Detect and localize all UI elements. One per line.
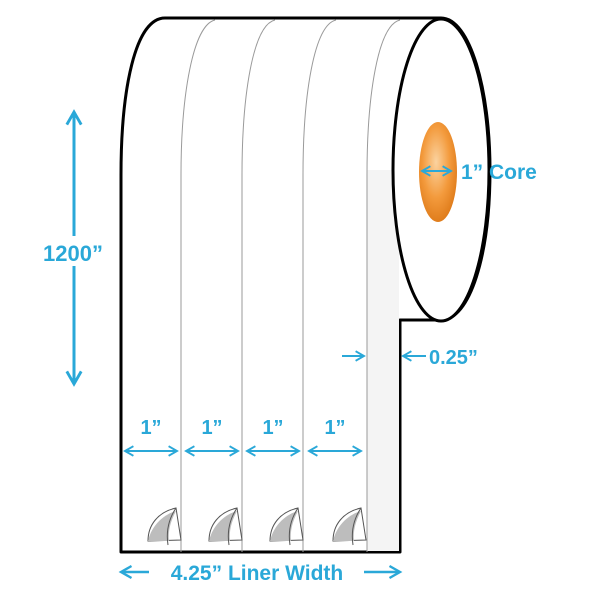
label-curl-3 (269, 507, 304, 546)
label-width-1: 1” (140, 417, 161, 439)
label-curls (147, 507, 367, 546)
label-curl-1 (147, 507, 182, 546)
label-width-3: 1” (262, 417, 283, 439)
gap-strip (367, 170, 399, 551)
core-label: 1” Core (461, 161, 537, 184)
label-curl-2 (208, 507, 243, 546)
label-width-2: 1” (201, 417, 222, 439)
label-width-4: 1” (324, 417, 345, 439)
gap-label: 0.25” (429, 347, 478, 369)
liner-width-label: 4.25” Liner Width (171, 562, 344, 585)
roll-length-label: 1200” (43, 241, 103, 266)
label-dividers (180, 19, 401, 552)
label-curl-4 (332, 507, 367, 546)
label-width-dimensions: 1” 1” 1” 1” (123, 417, 363, 457)
